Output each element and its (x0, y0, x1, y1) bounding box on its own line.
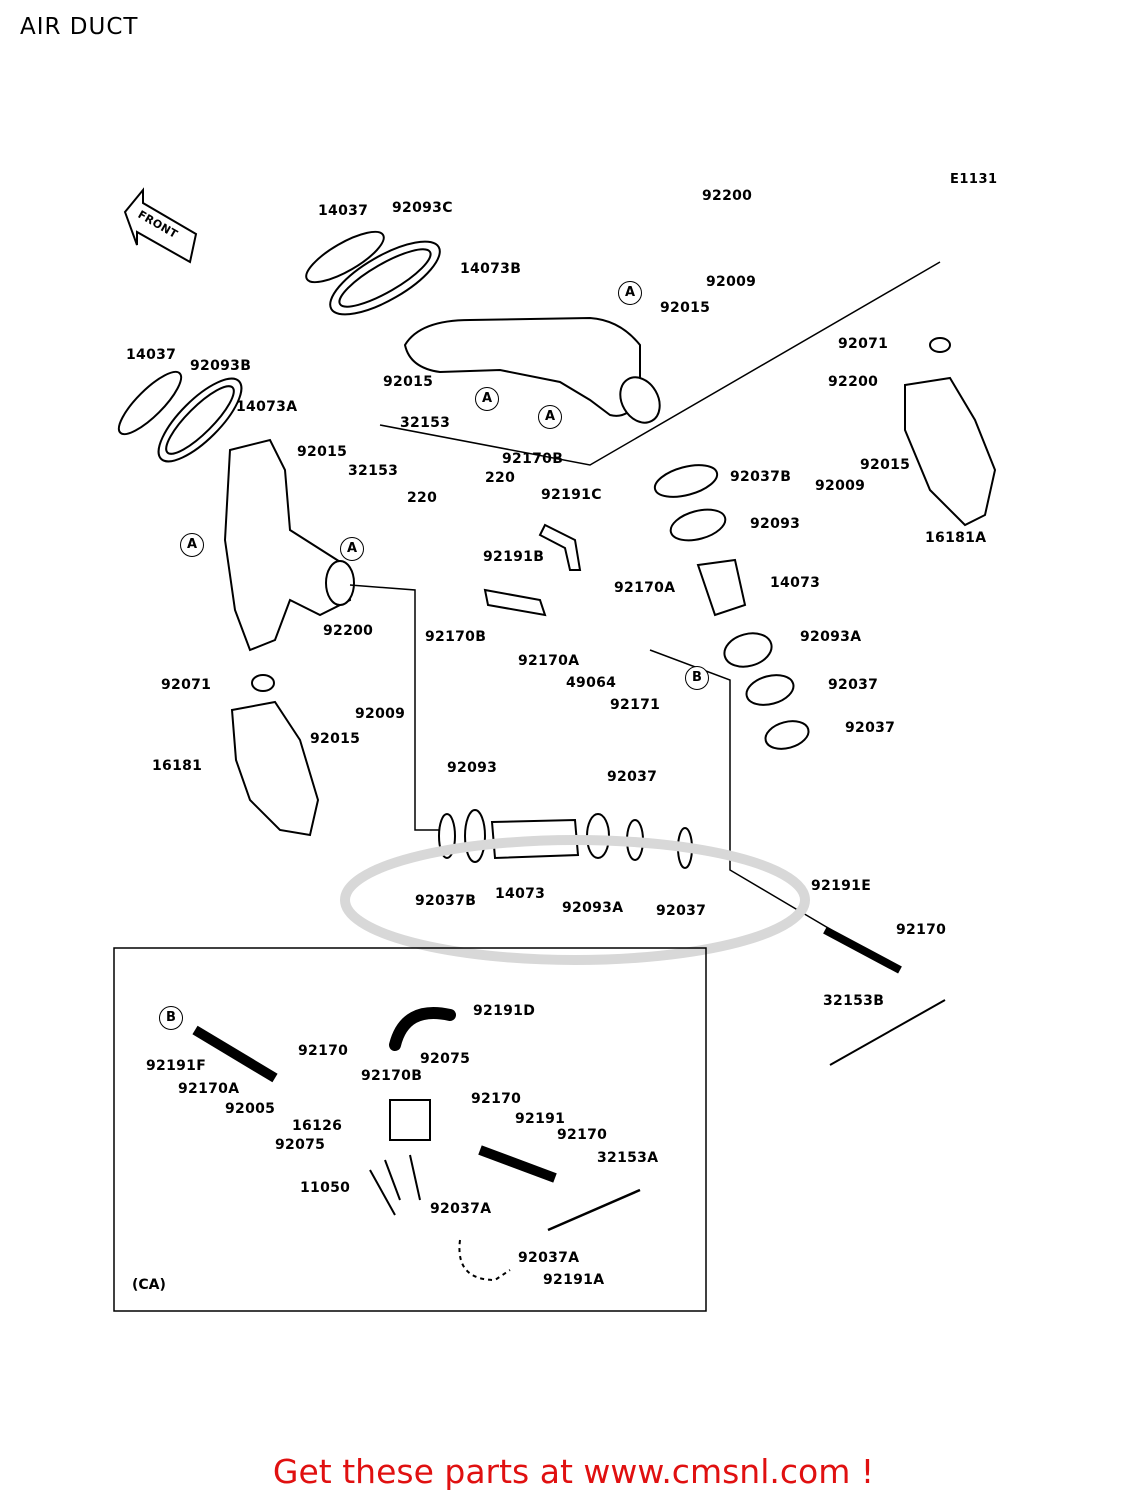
ref-marker-a: A (538, 405, 562, 429)
part-label[interactable]: 220 (407, 490, 438, 506)
part-label[interactable]: 92037 (828, 677, 879, 693)
part-label[interactable]: 92170 (298, 1043, 349, 1059)
part-label[interactable]: 92037A (430, 1201, 492, 1217)
part-label[interactable]: 92015 (383, 374, 434, 390)
ref-marker-a: A (340, 537, 364, 561)
part-label[interactable]: 92191F (146, 1058, 207, 1074)
part-label[interactable]: 92037B (415, 893, 477, 909)
part-label[interactable]: 92191E (811, 878, 872, 894)
part-label[interactable]: 92171 (610, 697, 661, 713)
part-label[interactable]: 14073B (460, 261, 522, 277)
part-label[interactable]: 92075 (275, 1137, 326, 1153)
part-label[interactable]: 92200 (702, 188, 753, 204)
part-label[interactable]: 92170B (361, 1068, 423, 1084)
parts-diagram (113, 187, 997, 1312)
part-label[interactable]: 92093C (392, 200, 453, 216)
part-label[interactable]: 92037 (607, 769, 658, 785)
part-label[interactable]: 92015 (310, 731, 361, 747)
part-label[interactable]: 92170A (518, 653, 580, 669)
part-label[interactable]: 92170 (471, 1091, 522, 1107)
part-label[interactable]: 92093 (750, 516, 801, 532)
promo-link[interactable]: Get these parts at www.cmsnl.com ! (272, 1452, 875, 1491)
part-label[interactable]: 92170 (896, 922, 947, 938)
page-title: AIR DUCT (20, 14, 139, 40)
part-label[interactable]: 92037A (518, 1250, 580, 1266)
part-label[interactable]: 92009 (355, 706, 406, 722)
part-label[interactable]: 32153 (400, 415, 451, 431)
part-label[interactable]: 14037 (126, 347, 177, 363)
part-label[interactable]: 32153 (348, 463, 399, 479)
part-label[interactable]: 11050 (300, 1180, 351, 1196)
ref-marker-b: B (685, 666, 709, 690)
part-label[interactable]: 16181A (925, 530, 987, 546)
part-label[interactable]: 92075 (420, 1051, 471, 1067)
part-label[interactable]: 92191A (543, 1272, 605, 1288)
part-label[interactable]: 92071 (838, 336, 889, 352)
part-label[interactable]: 92015 (297, 444, 348, 460)
ref-marker-a: A (180, 533, 204, 557)
part-label[interactable]: 92009 (815, 478, 866, 494)
part-label[interactable]: 92170 (557, 1127, 608, 1143)
part-label[interactable]: 49064 (566, 675, 617, 691)
part-label[interactable]: 92005 (225, 1101, 276, 1117)
part-label[interactable]: 92093 (447, 760, 498, 776)
part-label[interactable]: 92170B (425, 629, 487, 645)
part-label[interactable]: 14073 (495, 886, 546, 902)
part-label[interactable]: 14037 (318, 203, 369, 219)
part-label[interactable]: 92015 (860, 457, 911, 473)
inset-label: (CA) (132, 1277, 166, 1293)
part-label[interactable]: 92037 (656, 903, 707, 919)
part-label[interactable]: 32153A (597, 1150, 659, 1166)
part-label[interactable]: 92093B (190, 358, 252, 374)
part-label[interactable]: 92191C (541, 487, 602, 503)
part-label[interactable]: 32153B (823, 993, 885, 1009)
part-label[interactable]: 92170B (502, 451, 564, 467)
part-label[interactable]: 92191D (473, 1003, 536, 1019)
part-label[interactable]: 92037 (845, 720, 896, 736)
part-label[interactable]: 92200 (323, 623, 374, 639)
part-label[interactable]: 92093A (562, 900, 624, 916)
part-label[interactable]: 92191 (515, 1111, 566, 1127)
part-label[interactable]: 92170A (614, 580, 676, 596)
part-label[interactable]: 14073A (236, 399, 298, 415)
ref-marker-a: A (475, 387, 499, 411)
ref-marker-b: B (159, 1006, 183, 1030)
figure-code: E1131 (950, 172, 998, 187)
part-label[interactable]: 92009 (706, 274, 757, 290)
ref-marker-a: A (618, 281, 642, 305)
front-arrow-icon (123, 187, 198, 264)
part-label[interactable]: 92015 (660, 300, 711, 316)
part-label[interactable]: 14073 (770, 575, 821, 591)
part-label[interactable]: 92071 (161, 677, 212, 693)
part-label[interactable]: 92191B (483, 549, 545, 565)
part-label[interactable]: 92093A (800, 629, 862, 645)
part-label[interactable]: 220 (485, 470, 516, 486)
part-label[interactable]: 92200 (828, 374, 879, 390)
part-label[interactable]: 16126 (292, 1118, 343, 1134)
part-label[interactable]: 92170A (178, 1081, 240, 1097)
part-label[interactable]: 92037B (730, 469, 792, 485)
part-label[interactable]: 16181 (152, 758, 203, 774)
